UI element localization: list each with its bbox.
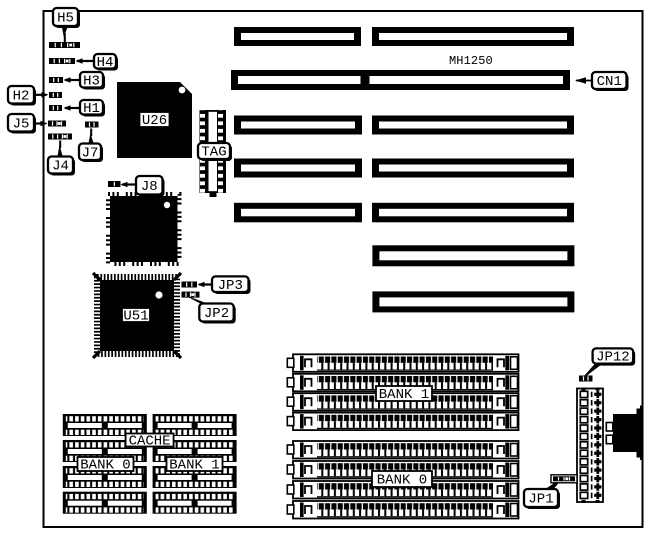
- svg-text:H3: H3: [83, 73, 100, 89]
- svg-text:H5: H5: [57, 11, 74, 27]
- svg-text:BANK 0: BANK 0: [377, 473, 427, 489]
- svg-text:JP12: JP12: [596, 350, 630, 366]
- svg-text:H2: H2: [13, 88, 30, 104]
- svg-text:TAG: TAG: [201, 145, 226, 161]
- svg-text:JP1: JP1: [528, 492, 553, 508]
- svg-text:H1: H1: [83, 101, 100, 117]
- svg-text:BANK 0: BANK 0: [80, 458, 130, 474]
- svg-text:U26: U26: [142, 113, 167, 129]
- svg-text:J8: J8: [141, 179, 158, 195]
- svg-text:BANK 1: BANK 1: [169, 458, 219, 474]
- svg-text:BANK 1: BANK 1: [379, 387, 429, 403]
- svg-text:J7: J7: [82, 145, 99, 161]
- svg-text:JP3: JP3: [218, 278, 243, 294]
- svg-text:CN1: CN1: [597, 74, 622, 90]
- svg-text:J4: J4: [52, 159, 69, 175]
- svg-text:JP2: JP2: [204, 306, 229, 322]
- svg-text:J5: J5: [13, 116, 30, 132]
- svg-text:U51: U51: [123, 309, 148, 325]
- svg-text:H4: H4: [97, 55, 114, 71]
- svg-text:MH1250: MH1250: [449, 54, 493, 68]
- svg-text:CACHE: CACHE: [129, 434, 171, 450]
